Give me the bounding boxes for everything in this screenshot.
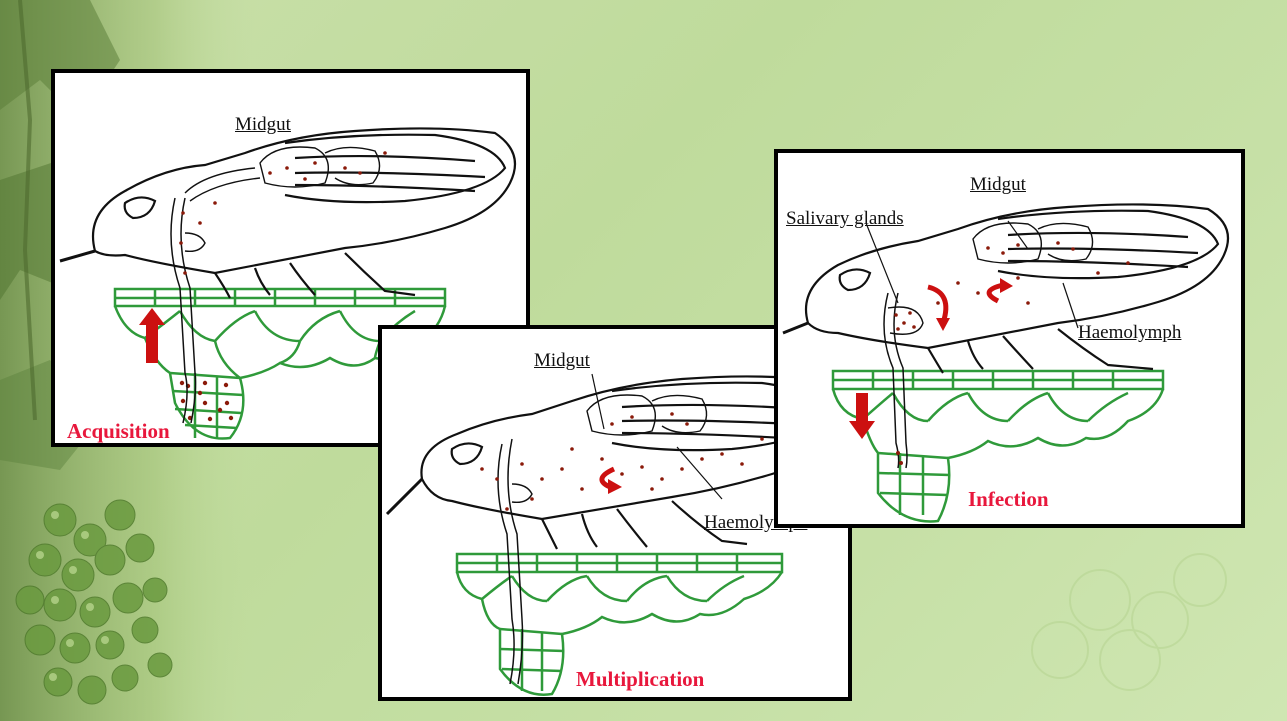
stage-label-infection: Infection: [968, 489, 1049, 510]
midgut-label: Midgut: [970, 175, 1026, 194]
up-arrow: [139, 308, 165, 363]
curved-arrow-head: [608, 479, 622, 494]
stage-label-acquisition: Acquisition: [67, 421, 170, 442]
midgut-label: Midgut: [235, 115, 291, 134]
stage-label-multiplication: Multiplication: [576, 669, 704, 690]
haemolymph-label: Haemolymph: [1078, 323, 1181, 342]
salivary-glands-label: Salivary glands: [786, 209, 904, 228]
infection-panel: Midgut Salivary glands Haemolymph Infect…: [774, 149, 1245, 528]
midgut-label: Midgut: [534, 351, 590, 370]
